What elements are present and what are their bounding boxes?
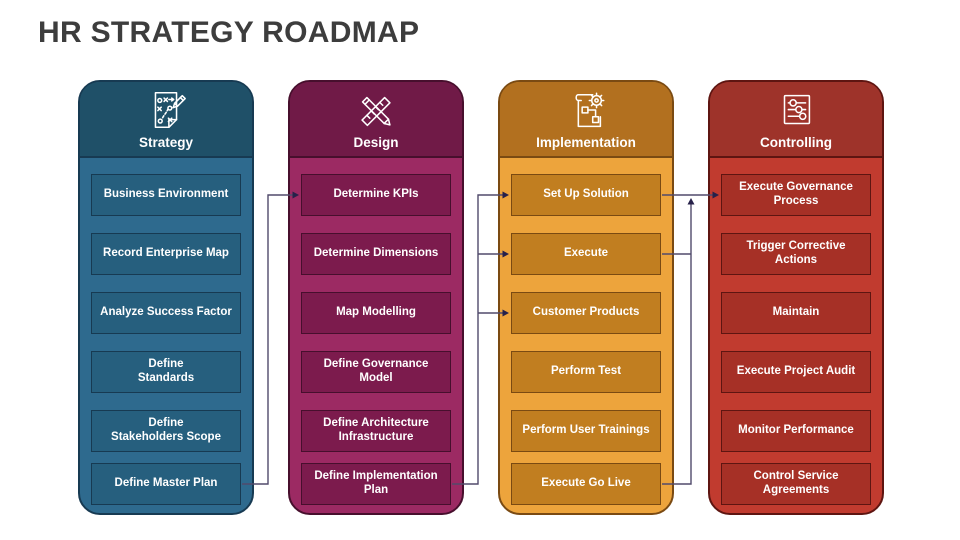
- game-plan-icon: [143, 88, 189, 134]
- roadmap-step: Control Service Agreements: [721, 463, 871, 505]
- column-strategy-label: Strategy: [138, 134, 194, 150]
- roadmap-step: Set Up Solution: [511, 174, 661, 216]
- column-implementation: Implementation Set Up Solution Execute C…: [498, 80, 674, 515]
- roadmap-step: Business Environment: [91, 174, 241, 216]
- roadmap-step: Determine Dimensions: [301, 233, 451, 275]
- column-strategy: Strategy Business Environment Record Ent…: [78, 80, 254, 515]
- roadmap-step: Maintain: [721, 292, 871, 334]
- roadmap-step: Execute Go Live: [511, 463, 661, 505]
- roadmap-step: Record Enterprise Map: [91, 233, 241, 275]
- roadmap-step: Define Standards: [91, 351, 241, 393]
- column-design: Design Determine KPIs Determine Dimensio…: [288, 80, 464, 515]
- column-design-label: Design: [353, 134, 399, 150]
- sliders-icon: [773, 88, 819, 134]
- page-title: HR STRATEGY ROADMAP: [38, 16, 420, 49]
- column-implementation-header: Implementation: [500, 82, 672, 158]
- column-controlling-header: Controlling: [710, 82, 882, 158]
- column-implementation-label: Implementation: [536, 134, 636, 150]
- roadmap-step: Execute Project Audit: [721, 351, 871, 393]
- roadmap-step: Define Stakeholders Scope: [91, 410, 241, 452]
- blueprint-gear-icon: [563, 88, 609, 134]
- roadmap-step: Define Master Plan: [91, 463, 241, 505]
- roadmap-step: Define Architecture Infrastructure: [301, 410, 451, 452]
- roadmap-step: Determine KPIs: [301, 174, 451, 216]
- roadmap-step: Define Implementation Plan: [301, 463, 451, 505]
- column-controlling-label: Controlling: [760, 134, 832, 150]
- pencil-ruler-icon: [353, 88, 399, 134]
- roadmap-step: Perform Test: [511, 351, 661, 393]
- roadmap-step: Map Modelling: [301, 292, 451, 334]
- roadmap-step: Customer Products: [511, 292, 661, 334]
- roadmap-step: Trigger Corrective Actions: [721, 233, 871, 275]
- column-strategy-header: Strategy: [80, 82, 252, 158]
- roadmap-step: Monitor Performance: [721, 410, 871, 452]
- roadmap-step: Execute Governance Process: [721, 174, 871, 216]
- roadmap-step: Execute: [511, 233, 661, 275]
- roadmap-step: Define Governance Model: [301, 351, 451, 393]
- roadmap-step: Perform User Trainings: [511, 410, 661, 452]
- column-controlling: Controlling Execute Governance Process T…: [708, 80, 884, 515]
- roadmap-step: Analyze Success Factor: [91, 292, 241, 334]
- column-design-header: Design: [290, 82, 462, 158]
